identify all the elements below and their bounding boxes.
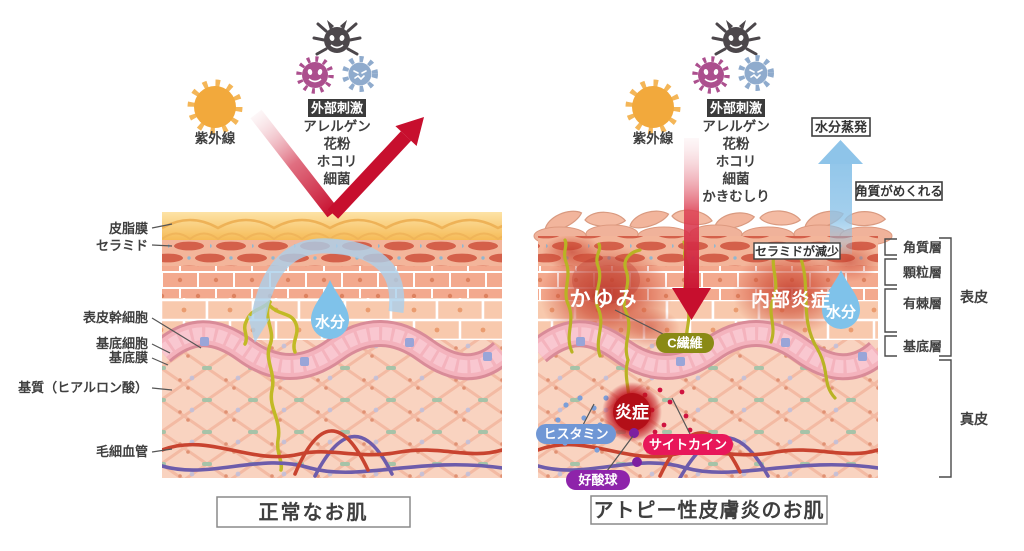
leader-line-c-fiber	[614, 309, 664, 335]
mite-icon-left	[312, 20, 362, 56]
right-caption: アトピー性皮膚炎のお肌	[590, 495, 828, 525]
dermis-label: 真皮	[960, 411, 988, 427]
caption-atopic-skin: アトピー性皮膚炎のお肌	[594, 498, 825, 522]
inflammation-burst	[602, 382, 662, 442]
ceramide-decrease-badge: セラミドが減少	[753, 242, 841, 260]
evaporation-arrow	[818, 140, 863, 254]
label-ceramide: セラミド	[96, 238, 148, 253]
label-basement-membrane: 基底膜	[108, 350, 148, 365]
leader-line-eosinophil	[606, 435, 634, 472]
stimuli-item: 花粉	[723, 136, 751, 152]
layer-label-granular: 顆粒層	[903, 265, 942, 280]
svg-text:好酸球: 好酸球	[577, 473, 618, 488]
svg-text:サイトカイン: サイトカイン	[649, 437, 727, 452]
peeling-badge: 角質がめくれる	[855, 181, 943, 201]
stimuli-item: 花粉	[324, 136, 351, 152]
epidermis-label: 表皮	[959, 289, 988, 305]
itch-label: かゆみ	[570, 288, 639, 311]
moisture-circulation-arrow	[247, 238, 405, 343]
svg-text:ヒスタミン: ヒスタミン	[543, 427, 608, 442]
virus-icon-purple-right	[692, 56, 730, 94]
caption-normal-skin: 正常なお肌	[259, 501, 369, 524]
layer-label-corneum: 角質層	[903, 240, 942, 255]
moisture-label-left: 水分	[315, 313, 345, 331]
virus-icon-blue-right	[738, 55, 774, 91]
external-stimuli-badge-right: 外部刺激	[709, 101, 763, 116]
stimuli-item: 細菌	[324, 171, 351, 187]
mite-icon-right	[711, 20, 761, 56]
capillaries	[162, 429, 502, 478]
basement-membrane	[162, 320, 502, 381]
leader-line-histamine	[582, 403, 595, 426]
svg-text:角質がめくれる: 角質がめくれる	[855, 184, 943, 199]
sun-icon-left	[187, 79, 243, 135]
external-stimuli-left: 外部刺激 アレルゲン 花粉 ホコリ 細菌	[303, 99, 371, 187]
external-stimuli-right: 外部刺激 アレルゲン 花粉 ホコリ 細菌 かきむしり	[702, 99, 770, 204]
leader-line-cytokine	[671, 397, 691, 435]
uv-label-left: 紫外線	[195, 130, 236, 146]
left-skin-panel	[162, 212, 502, 478]
label-matrix: 基質（ヒアルロン酸）	[17, 380, 148, 395]
stimuli-item: かきむしり	[702, 189, 770, 204]
stimuli-item: アレルゲン	[303, 118, 371, 134]
layer-label-spinous: 有棘層	[903, 296, 942, 311]
layer-label-basal: 基底層	[902, 339, 942, 354]
left-anatomy-labels: 皮脂膜 セラミド 表皮幹細胞 基底細胞 基底膜 基質（ヒアルロン酸） 毛細血管	[17, 221, 202, 459]
label-capillary: 毛細血管	[96, 444, 148, 459]
label-stem-cell: 表皮幹細胞	[82, 310, 148, 325]
stimuli-item: アレルゲン	[702, 118, 770, 134]
evaporation-badge: 水分蒸発	[811, 117, 871, 137]
moisture-label-right: 水分	[826, 303, 856, 321]
svg-text:セラミドが減少: セラミドが減少	[755, 244, 839, 259]
eosinophil-cell	[632, 457, 642, 467]
layer-brackets	[884, 237, 952, 478]
label-sebum: 皮脂膜	[108, 221, 148, 236]
svg-text:水分蒸発: 水分蒸発	[815, 120, 868, 135]
moisture-drop-left: 水分	[311, 280, 349, 339]
penetrating-uv-arrow	[672, 138, 711, 320]
c-fiber-badge: C繊維	[656, 333, 714, 353]
reflected-uv-arrow	[250, 109, 424, 219]
left-caption: 正常なお肌	[216, 496, 411, 528]
svg-text:C繊維: C繊維	[667, 336, 702, 351]
internal-inflammation-label: 内部炎症	[751, 288, 831, 311]
virus-icon-purple-left	[296, 56, 334, 94]
histamine-badge: ヒスタミン	[536, 424, 616, 444]
stimuli-item: ホコリ	[716, 154, 757, 169]
stimuli-item: 細菌	[723, 171, 750, 187]
sun-icon-right	[625, 79, 681, 135]
stimuli-item: ホコリ	[317, 154, 358, 169]
eosinophil-badge: 好酸球	[566, 470, 630, 490]
moisture-drop-right: 水分	[822, 270, 860, 329]
eosinophil-cell	[629, 428, 639, 438]
uv-label-right: 紫外線	[633, 130, 674, 146]
external-stimuli-badge-left: 外部刺激	[310, 101, 364, 116]
label-basal-cell: 基底細胞	[95, 336, 148, 351]
cytokine-badge: サイトカイン	[643, 434, 733, 455]
virus-icon-blue-left	[342, 56, 378, 92]
inflammation-label: 炎症	[615, 402, 649, 422]
